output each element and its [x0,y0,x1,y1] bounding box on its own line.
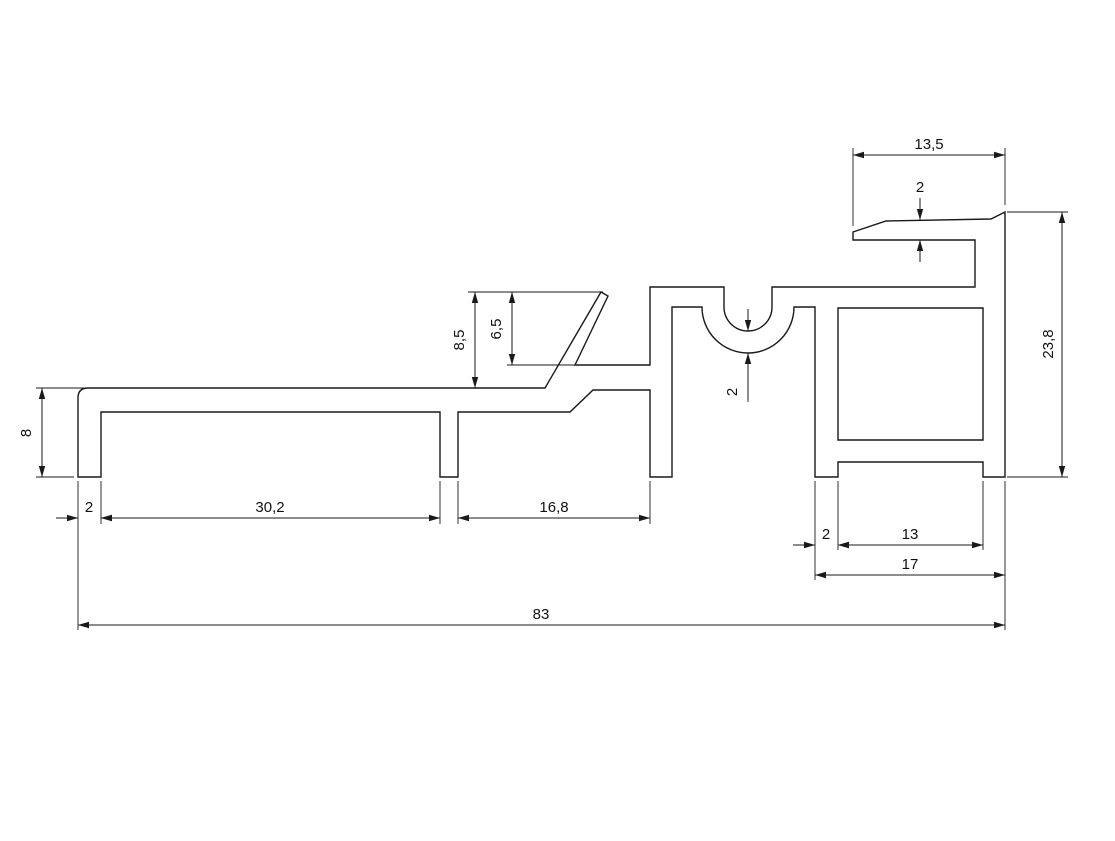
dim-label-left-end-height: 8 [18,429,35,437]
profile-outer-contour [77,210,1006,478]
extension-lines [36,148,1068,630]
dimension-labels-group: 13,5 2 23,8 8,5 6,5 8 2 30,2 16,8 2 2 13… [18,136,1057,623]
dimension-lines-group [38,151,1066,629]
dim-label-left-lip-width: 2 [85,499,93,516]
box-chamber-hole [837,307,984,441]
dim-label-fin-step-height: 6,5 [488,319,505,340]
dim-label-box-inner-width: 13 [902,526,919,543]
dim-label-box-outer-width: 17 [902,556,919,573]
profile-outline-group [77,210,1006,478]
dim-label-box-wall: 2 [822,526,830,543]
dim-label-mid-span: 16,8 [539,499,568,516]
dim-label-hook-width: 13,5 [914,136,943,153]
dim-label-fin-height: 8,5 [451,330,468,351]
dim-label-hook-thickness: 2 [916,179,924,196]
dim-label-left-span: 30,2 [255,499,284,516]
dim-label-overall-height: 23,8 [1040,329,1057,358]
dim-label-overall-width: 83 [533,606,550,623]
dim-label-groove-wall: 2 [724,388,741,396]
